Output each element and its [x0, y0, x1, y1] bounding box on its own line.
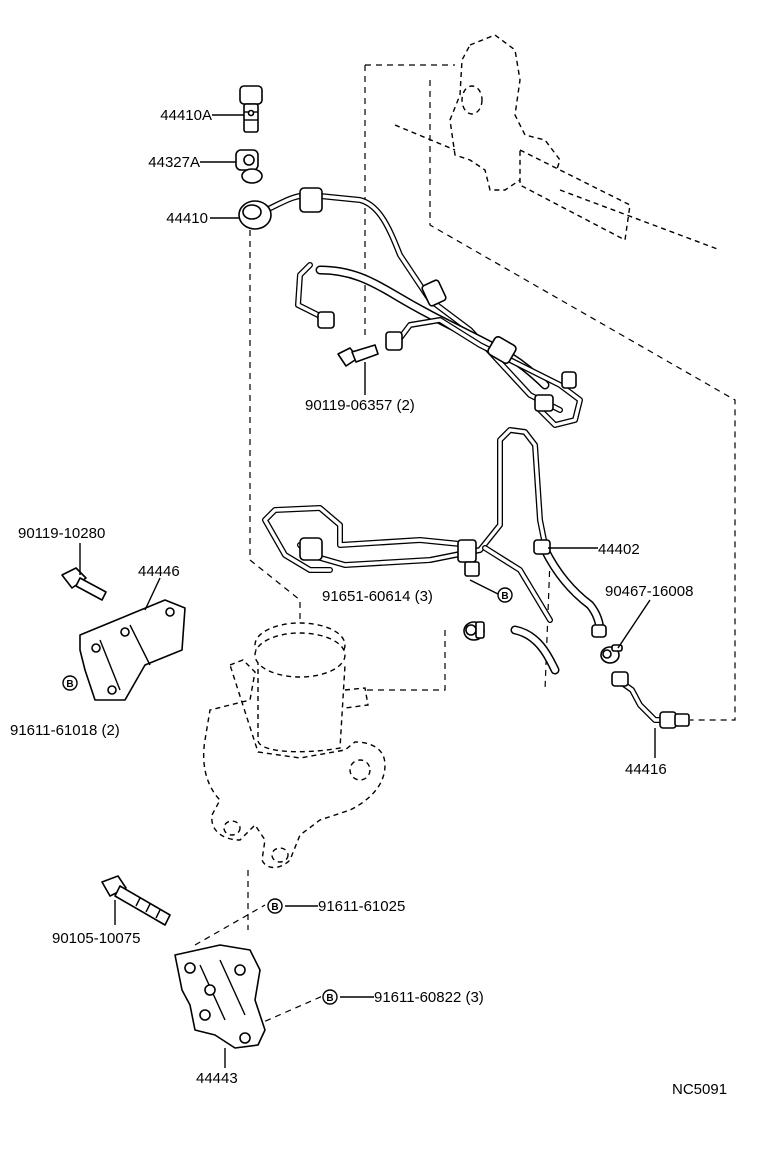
label-44410a: 44410A	[160, 107, 212, 124]
return-pipe-assembly	[262, 427, 607, 675]
label-44402: 44402	[598, 541, 640, 558]
return-pipe-bracket	[464, 561, 480, 577]
svg-text:B: B	[66, 679, 73, 690]
label-44327a: 44327A	[148, 154, 200, 171]
power-steering-pump	[203, 622, 386, 869]
hose-fitting-upper	[299, 187, 323, 213]
return-pipe-clamp-center	[457, 539, 477, 563]
leader-lines	[79, 114, 656, 1068]
bolt-90119-10280	[61, 567, 107, 601]
bolt-90105-10075	[101, 875, 171, 926]
hose-band-44402	[533, 539, 551, 555]
label-44416: 44416	[625, 761, 667, 778]
label-90119-10280: 90119-10280	[18, 525, 105, 542]
hose-clip	[463, 621, 485, 641]
bolt-90119-06357	[337, 344, 379, 367]
label-91611-61018: 91611-61018 (2)	[10, 722, 120, 739]
label-91611-61025: 91611-61025	[318, 898, 405, 915]
pipe-clamp-right	[534, 394, 554, 412]
marker-b-91611-60822: B	[322, 989, 338, 1005]
label-91611-60822: 91611-60822 (3)	[374, 989, 484, 1006]
label-91651-60614: 91651-60614 (3)	[322, 588, 433, 605]
marker-b-91611-61025: B	[267, 898, 283, 914]
label-44446: 44446	[138, 563, 180, 580]
marker-b-91651: B	[497, 587, 513, 603]
hose-clamp-upper	[421, 279, 447, 307]
svg-text:B: B	[326, 993, 333, 1004]
gasket-44327a	[235, 149, 263, 184]
label-44443: 44443	[196, 1070, 238, 1087]
pipe-end-left	[385, 331, 403, 351]
svg-text:B: B	[501, 591, 508, 602]
return-pipe-clamp-left	[299, 537, 323, 561]
svg-text:B: B	[271, 902, 278, 913]
steering-gear-housing	[394, 34, 721, 251]
pressure-hose-assembly	[252, 187, 583, 428]
hose-fitting-lower	[487, 336, 517, 364]
label-90467-16008: 90467-16008	[605, 583, 693, 600]
diagram-code: NC5091	[672, 1081, 727, 1098]
pipe-bracket-right	[561, 371, 577, 389]
hose-eye-44410	[238, 200, 272, 230]
pipe-44416	[611, 671, 690, 729]
part-labels: 44410A 44327A 44410 90119-06357 (2) 9011…	[10, 107, 727, 1098]
label-90119-06357: 90119-06357 (2)	[305, 397, 415, 414]
label-44410: 44410	[166, 210, 208, 227]
bracket-44443	[174, 944, 266, 1049]
bracket-44446	[79, 599, 186, 701]
union-bolt-44410a	[239, 85, 263, 133]
marker-b-91611-61018: B	[62, 675, 78, 691]
hose-end-44402	[591, 624, 607, 638]
label-90105-10075: 90105-10075	[52, 930, 140, 947]
pipe-nut-left	[317, 311, 335, 329]
